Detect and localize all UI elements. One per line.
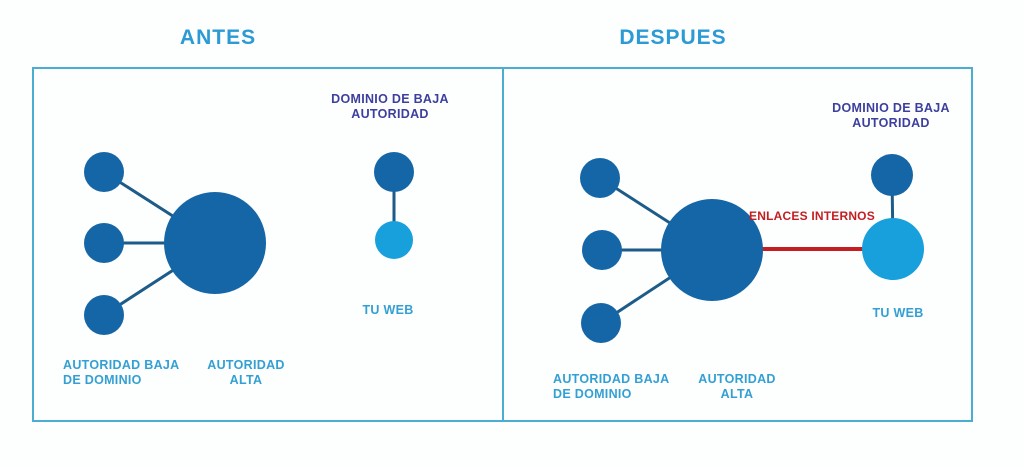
left-low-authority-label: AUTORIDAD BAJA DE DOMINIO bbox=[63, 358, 203, 388]
left-small-node-1 bbox=[84, 152, 124, 192]
left-small-node-3 bbox=[84, 295, 124, 335]
before-title: ANTES bbox=[179, 26, 257, 49]
left-low-authority-domain-label-line1: DOMINIO DE BAJA bbox=[331, 92, 449, 106]
left-high-authority-label: AUTORIDAD ALTA bbox=[186, 358, 306, 388]
left-high-authority-label-line2: ALTA bbox=[229, 373, 263, 387]
right-low-authority-domain-label-line1: DOMINIO DE BAJA bbox=[832, 101, 950, 115]
right-small-node-1 bbox=[580, 158, 620, 198]
after-title: DESPUES bbox=[619, 26, 727, 49]
left-small-node-2 bbox=[84, 223, 124, 263]
panel-divider bbox=[502, 67, 504, 422]
right-your-web-node bbox=[862, 218, 924, 280]
right-low-authority-label: AUTORIDAD BAJA DE DOMINIO bbox=[553, 372, 693, 402]
right-low-authority-label-line2: DE DOMINIO bbox=[553, 387, 632, 401]
left-low-authority-label-line1: AUTORIDAD BAJA bbox=[63, 358, 180, 372]
right-high-authority-hub-node bbox=[661, 199, 763, 301]
right-small-node-2 bbox=[582, 230, 622, 270]
left-low-authority-domain-label-line2: AUTORIDAD bbox=[351, 107, 429, 121]
right-low-authority-domain-label: DOMINIO DE BAJA AUTORIDAD bbox=[811, 101, 971, 131]
internal-links-label: ENLACES INTERNOS bbox=[749, 209, 875, 223]
right-your-web-label: TU WEB bbox=[872, 306, 924, 320]
left-your-web-label: TU WEB bbox=[362, 303, 414, 317]
right-high-authority-label-line1: AUTORIDAD bbox=[698, 372, 776, 386]
left-high-authority-label-line1: AUTORIDAD bbox=[207, 358, 285, 372]
right-low-authority-domain-label-line2: AUTORIDAD bbox=[852, 116, 930, 130]
left-high-authority-hub-node bbox=[164, 192, 266, 294]
right-small-node-3 bbox=[581, 303, 621, 343]
left-low-authority-domain-label: DOMINIO DE BAJA AUTORIDAD bbox=[310, 92, 470, 122]
left-low-authority-domain-node bbox=[374, 152, 414, 192]
left-your-web-node bbox=[375, 221, 413, 259]
right-high-authority-label: AUTORIDAD ALTA bbox=[677, 372, 797, 402]
right-low-authority-domain-node bbox=[871, 154, 913, 196]
right-high-authority-label-line2: ALTA bbox=[720, 387, 754, 401]
left-low-authority-label-line2: DE DOMINIO bbox=[63, 373, 142, 387]
right-low-authority-label-line1: AUTORIDAD BAJA bbox=[553, 372, 670, 386]
